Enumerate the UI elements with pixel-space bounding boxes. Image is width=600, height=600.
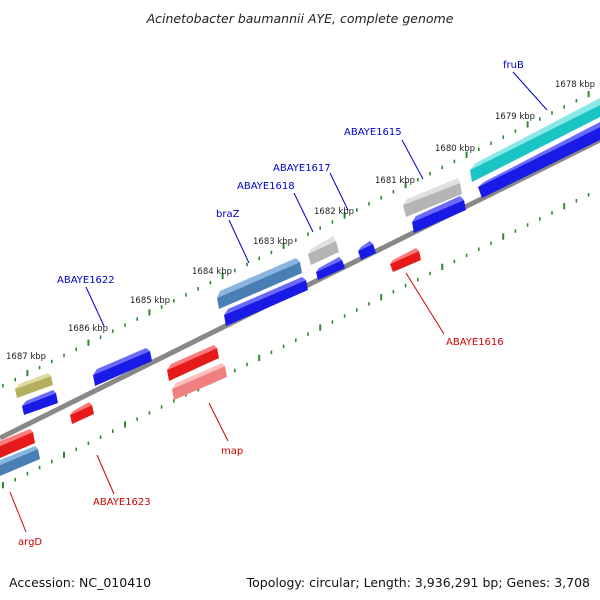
label-abaye1615[interactable]: ABAYE1615 — [344, 127, 402, 138]
leader-abaye1622 — [85, 286, 105, 327]
leader-braZ — [228, 219, 250, 264]
scale-label-1678: 1678 kbp — [555, 80, 595, 90]
gene-abaye1622[interactable] — [93, 348, 152, 386]
label-abaye1623[interactable]: ABAYE1623 — [93, 497, 151, 508]
scale-labels: 1678 kbp 1679 kbp 1680 kbp 1681 kbp 1682… — [6, 80, 595, 362]
scale-label-1687: 1687 kbp — [6, 352, 46, 362]
gene-blue-5[interactable] — [224, 277, 308, 326]
leader-abaye1616 — [405, 272, 445, 335]
label-abaye1616[interactable]: ABAYE1616 — [446, 337, 504, 348]
gene-blue-6[interactable] — [22, 390, 58, 415]
gene-blue-1[interactable] — [478, 122, 600, 198]
scale-ticks — [2, 91, 590, 489]
scale-label-1679: 1679 kbp — [495, 112, 535, 122]
leader-fruB — [512, 71, 548, 111]
label-argD[interactable]: argD — [18, 537, 42, 548]
gene-braZ[interactable] — [217, 258, 302, 309]
label-braZ[interactable]: braZ — [216, 209, 240, 220]
leader-abaye1618 — [293, 192, 314, 233]
gene-olive[interactable] — [15, 373, 53, 398]
gene-labels: fruB ABAYE1615 ABAYE1617 ABAYE1618 braZ … — [18, 60, 524, 548]
leader-map — [208, 402, 229, 442]
leader-argD — [9, 491, 27, 533]
scale-label-1682: 1682 kbp — [314, 207, 354, 217]
leader-abaye1617 — [329, 172, 349, 211]
genome-title: Acinetobacter baumannii AYE, complete ge… — [146, 11, 454, 26]
scale-label-1684: 1684 kbp — [192, 267, 232, 277]
genome-summary-text: Topology: circular; Length: 3,936,291 bp… — [246, 575, 590, 590]
label-leaders — [9, 71, 548, 533]
scale-label-1685: 1685 kbp — [130, 296, 170, 306]
gene-bars — [0, 98, 600, 476]
gene-blue-2[interactable] — [412, 196, 466, 233]
scale-label-1680: 1680 kbp — [435, 144, 475, 154]
label-abaye1617[interactable]: ABAYE1617 — [273, 163, 331, 174]
gene-blue-4[interactable] — [358, 241, 376, 260]
gene-blue-3[interactable] — [316, 257, 345, 280]
gene-argD[interactable] — [0, 446, 40, 476]
gene-abaye1623[interactable] — [70, 402, 94, 424]
label-abaye1618[interactable]: ABAYE1618 — [237, 181, 295, 192]
gene-red-bottom[interactable] — [0, 429, 35, 458]
gene-map-pink[interactable] — [172, 363, 227, 400]
scale-label-1686: 1686 kbp — [68, 324, 108, 334]
label-fruB[interactable]: fruB — [503, 60, 524, 71]
accession-text: Accession: NC_010410 — [9, 575, 151, 590]
gene-abaye1615[interactable] — [403, 178, 462, 217]
label-map[interactable]: map — [221, 446, 243, 457]
scale-label-1681: 1681 kbp — [375, 176, 415, 186]
gene-map-red[interactable] — [167, 345, 219, 381]
leader-abaye1615 — [401, 139, 424, 180]
gene-abaye1617[interactable] — [308, 236, 339, 265]
gene-fruB[interactable] — [470, 98, 600, 182]
gene-abaye1616[interactable] — [390, 248, 421, 272]
scale-label-1683: 1683 kbp — [253, 237, 293, 247]
leader-abaye1623 — [96, 454, 115, 495]
label-abaye1622[interactable]: ABAYE1622 — [57, 275, 115, 286]
